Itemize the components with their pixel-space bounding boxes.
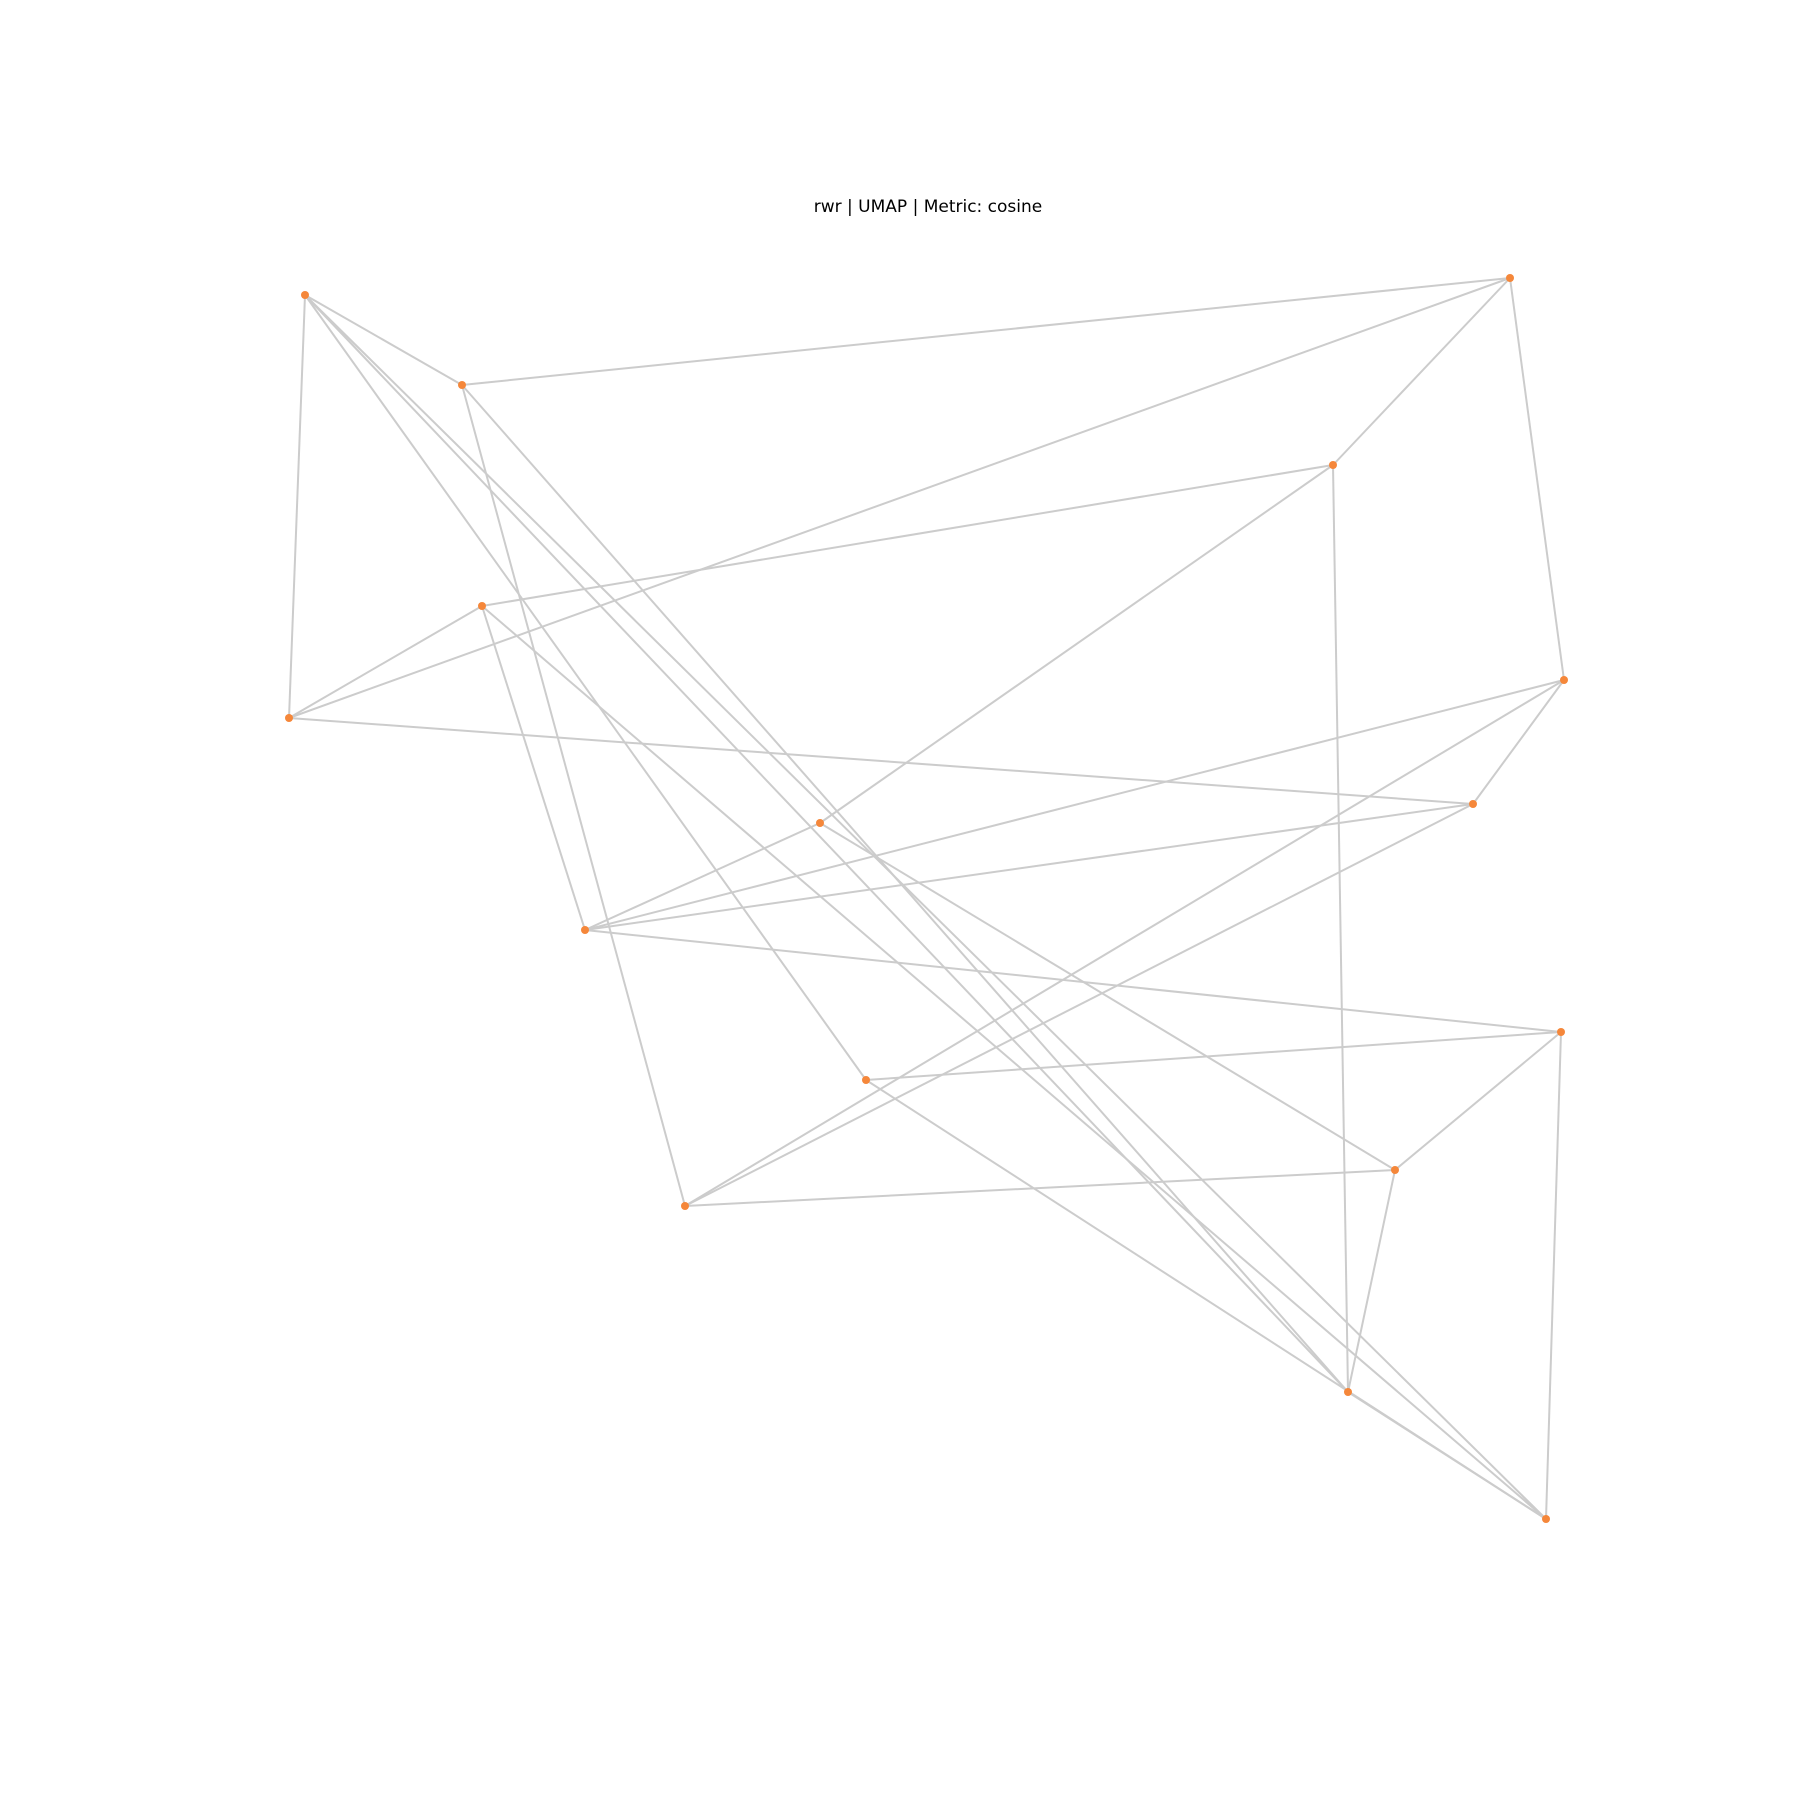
- graph-node: [458, 381, 466, 389]
- graph-edge: [684, 679, 1565, 1207]
- graph-edge: [288, 605, 483, 719]
- graph-node: [862, 1076, 870, 1084]
- graph-edge: [461, 384, 1349, 1393]
- graph-edge: [481, 464, 1334, 607]
- graph-edge: [1347, 1391, 1547, 1520]
- graph-edge: [288, 717, 1474, 805]
- graph-edge: [584, 803, 1474, 931]
- graph-edge: [1332, 464, 1349, 1393]
- graph-edge: [1545, 1031, 1562, 1520]
- graph-edge: [584, 822, 821, 931]
- graph-edge: [481, 605, 586, 931]
- graph-edge: [304, 294, 1547, 1520]
- graph-node: [285, 714, 293, 722]
- graph-edge: [584, 929, 1562, 1033]
- graph-node: [1329, 461, 1337, 469]
- graph-edge: [819, 822, 1396, 1171]
- graph-edge: [684, 1169, 1396, 1207]
- graph-edge: [304, 294, 463, 386]
- graph-node: [681, 1202, 689, 1210]
- graph-edge: [481, 605, 1547, 1520]
- graph-node: [1542, 1515, 1550, 1523]
- graph-node: [1557, 1028, 1565, 1036]
- graph-node: [816, 819, 824, 827]
- graph-edge: [288, 277, 1511, 719]
- graph-edge: [1509, 277, 1565, 681]
- graph-node: [1469, 800, 1477, 808]
- graph-edge: [461, 277, 1511, 386]
- graph-node: [581, 926, 589, 934]
- edge-layer: [288, 277, 1565, 1520]
- graph-node: [478, 602, 486, 610]
- graph-node: [1560, 676, 1568, 684]
- plot-title: rwr | UMAP | Metric: cosine: [814, 197, 1043, 217]
- graph-node: [301, 291, 309, 299]
- graph-edge: [1472, 679, 1565, 805]
- graph-node: [1506, 274, 1514, 282]
- node-layer: [285, 274, 1568, 1523]
- graph-edge: [1394, 1031, 1562, 1171]
- graph-node: [1344, 1388, 1352, 1396]
- graph-node: [1391, 1166, 1399, 1174]
- graph-edge: [584, 679, 1565, 931]
- graph-edge: [1347, 1169, 1396, 1393]
- graph-edge: [1332, 277, 1511, 466]
- graph-edge: [684, 803, 1474, 1207]
- graph-edge: [865, 1031, 1562, 1081]
- graph-edge: [288, 294, 306, 719]
- graph-edge: [304, 294, 1349, 1393]
- graph-edge: [461, 384, 686, 1207]
